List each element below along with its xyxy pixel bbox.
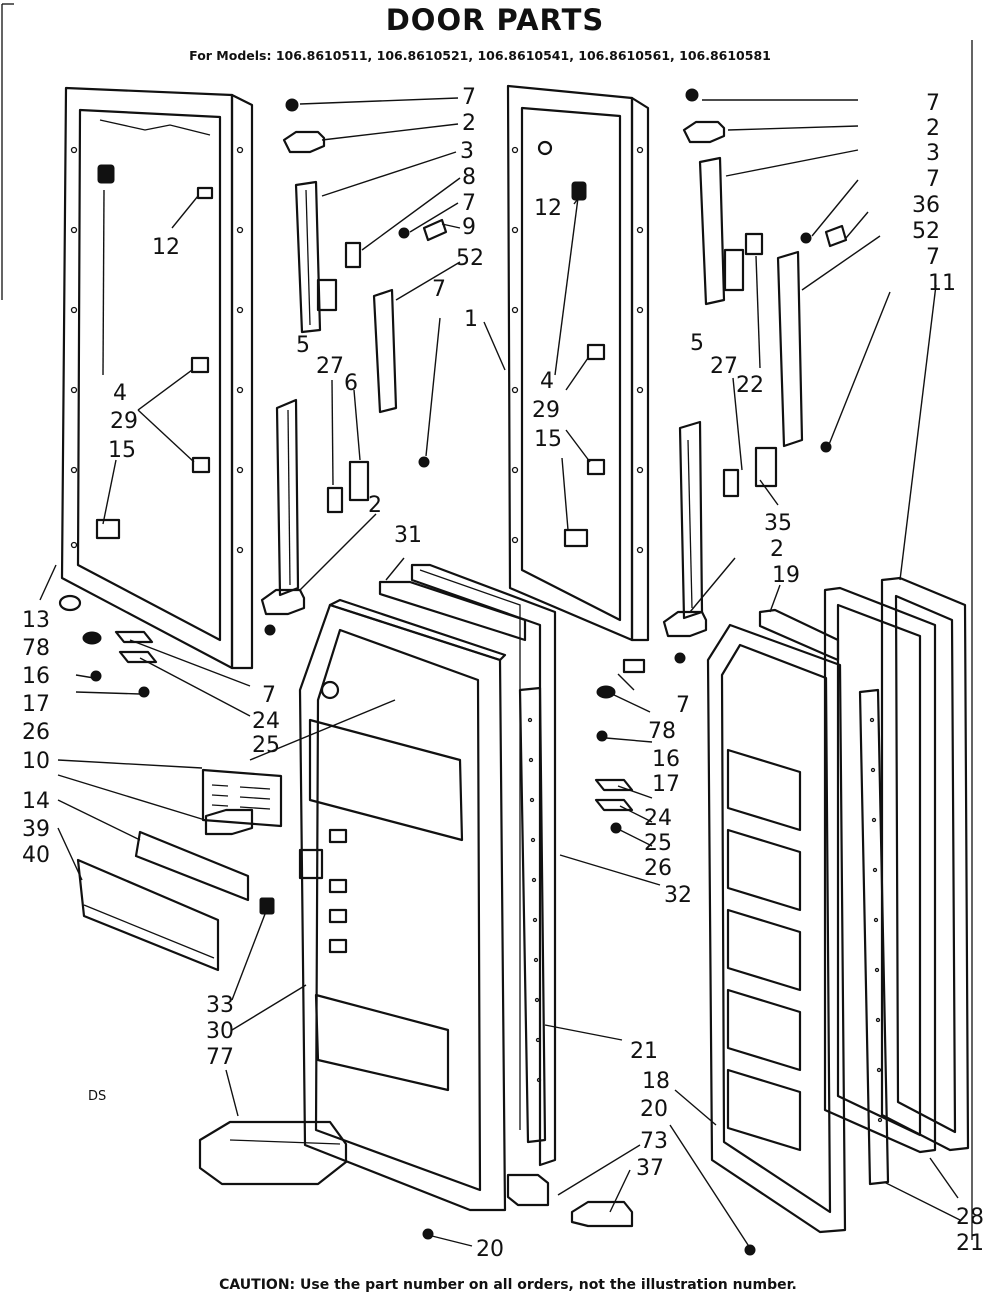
callout-label: 7 bbox=[262, 683, 276, 708]
callout-label: 2 bbox=[926, 116, 940, 141]
callout-label: 78 bbox=[648, 719, 676, 744]
callout-label: 1 bbox=[464, 307, 478, 332]
callout-label: 2 bbox=[368, 493, 382, 518]
callout-label: 29 bbox=[532, 398, 560, 423]
callout-label: 5 bbox=[690, 331, 704, 356]
callout-label: 29 bbox=[110, 409, 138, 434]
callout-label: 33 bbox=[206, 993, 234, 1018]
callout-label: 25 bbox=[644, 831, 672, 856]
callout-label: 20 bbox=[640, 1097, 668, 1122]
callout-label: 22 bbox=[736, 373, 764, 398]
callout-label: 7 bbox=[462, 191, 476, 216]
callout-label: 52 bbox=[912, 219, 940, 244]
caution-note: CAUTION: Use the part number on all orde… bbox=[219, 1277, 797, 1293]
callout-label: 17 bbox=[22, 692, 50, 717]
callout-label: 7 bbox=[926, 91, 940, 116]
margin-mark: DS bbox=[88, 1089, 106, 1104]
callout-label: 4 bbox=[540, 369, 554, 394]
callout-label: 27 bbox=[710, 354, 738, 379]
callout-label: 3 bbox=[926, 141, 940, 166]
callout-label: 20 bbox=[476, 1237, 504, 1262]
callout-label: 14 bbox=[22, 789, 50, 814]
callout-label: 35 bbox=[764, 511, 792, 536]
callout-label: 27 bbox=[316, 354, 344, 379]
callout-label: 7 bbox=[676, 693, 690, 718]
callout-label: 16 bbox=[652, 747, 680, 772]
callout-label: 24 bbox=[644, 806, 672, 831]
callout-label: 13 bbox=[22, 608, 50, 633]
callout-label: 9 bbox=[462, 215, 476, 240]
callout-label: 12 bbox=[152, 235, 180, 260]
callout-label: 8 bbox=[462, 165, 476, 190]
callout-label: 11 bbox=[928, 271, 956, 296]
callout-label: 3 bbox=[460, 139, 474, 164]
callout-label: 21 bbox=[630, 1039, 658, 1064]
right-door-inner-liner bbox=[570, 576, 970, 1256]
callout-label: 10 bbox=[22, 749, 50, 774]
callout-label: 77 bbox=[206, 1045, 234, 1070]
callout-label: 26 bbox=[644, 856, 672, 881]
callout-label: 12 bbox=[534, 196, 562, 221]
callout-label: 19 bbox=[772, 563, 800, 588]
callout-label: 2 bbox=[462, 111, 476, 136]
callout-label: 31 bbox=[394, 523, 422, 548]
callout-label: 30 bbox=[206, 1019, 234, 1044]
callout-label: 32 bbox=[664, 883, 692, 908]
models-subtitle: For Models: 106.8610511, 106.8610521, 10… bbox=[189, 48, 771, 63]
callout-label: 15 bbox=[108, 438, 136, 463]
callout-label: 7 bbox=[462, 85, 476, 110]
left-bottom-hinge-parts bbox=[58, 594, 158, 698]
callout-label: 15 bbox=[534, 427, 562, 452]
right-door-outer-shell bbox=[506, 84, 650, 642]
callout-label: 5 bbox=[296, 333, 310, 358]
right-top-hinge-parts bbox=[594, 88, 848, 834]
callout-label: 6 bbox=[344, 371, 358, 396]
callout-label: 37 bbox=[636, 1156, 664, 1181]
callout-label: 7 bbox=[926, 167, 940, 192]
callout-label: 78 bbox=[22, 636, 50, 661]
leader-lines bbox=[39, 97, 961, 1249]
callout-label: 24 bbox=[252, 709, 280, 734]
callout-label: 17 bbox=[652, 772, 680, 797]
callout-label: 39 bbox=[22, 817, 50, 842]
callout-label: 16 bbox=[22, 664, 50, 689]
callout-label: 25 bbox=[252, 733, 280, 758]
callout-label: 21 bbox=[956, 1231, 984, 1256]
callout-label: 36 bbox=[912, 193, 940, 218]
callout-label: 7 bbox=[926, 245, 940, 270]
callout-label: 52 bbox=[456, 246, 484, 271]
left-door-outer-shell bbox=[60, 86, 254, 670]
left-top-hinge-parts bbox=[260, 98, 448, 636]
callout-label: 7 bbox=[432, 277, 446, 302]
callout-label: 4 bbox=[113, 381, 127, 406]
left-door-inner-liner bbox=[298, 563, 557, 1240]
callout-label: 28 bbox=[956, 1205, 984, 1230]
callout-label: 73 bbox=[640, 1129, 668, 1154]
scan-edge-marks bbox=[1, 3, 973, 1240]
callout-label: 40 bbox=[22, 843, 50, 868]
callout-label: 18 bbox=[642, 1069, 670, 1094]
callout-label: 2 bbox=[770, 537, 784, 562]
diagram-title: DOOR PARTS bbox=[386, 3, 605, 37]
callout-label: 26 bbox=[22, 720, 50, 745]
callout-numbers: 7 2 3 8 7 9 52 12 1 5 27 6 4 29 15 7 2 1… bbox=[22, 85, 984, 1262]
